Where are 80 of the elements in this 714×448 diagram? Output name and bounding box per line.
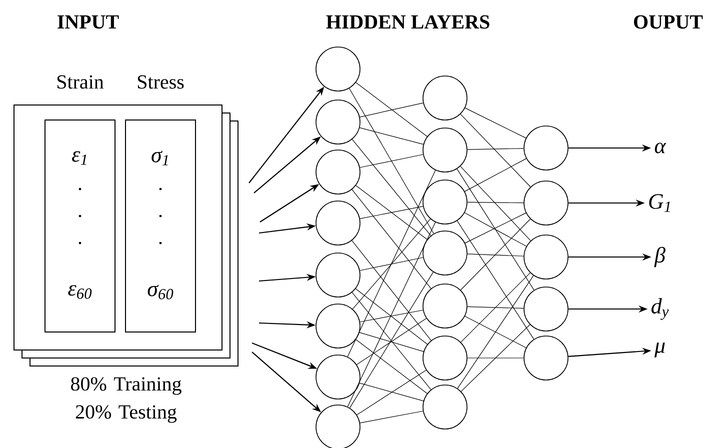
- dot: .: [159, 242, 162, 244]
- connection-line: [355, 288, 428, 345]
- connection-line: [460, 272, 530, 342]
- connection-line: [460, 324, 530, 392]
- connection-line: [467, 306, 524, 309]
- value-text: σ$_{1}$: [152, 150, 168, 166]
- output-symbol: β: [654, 246, 666, 268]
- output-symbol: d$_{y}$: [652, 298, 669, 320]
- connection-line: [464, 158, 527, 192]
- neuron-circle: [422, 76, 468, 120]
- dot: .: [159, 214, 162, 218]
- connection-line: [352, 139, 432, 236]
- connection-line: [359, 127, 424, 145]
- layer-title: INPUT: [58, 15, 119, 29]
- neuron-circle: [316, 100, 360, 144]
- neuron-circle: [316, 200, 360, 246]
- connection-line: [360, 102, 424, 118]
- neuron-circle: [316, 354, 360, 400]
- connection-line: [347, 222, 436, 408]
- connection-line: [356, 185, 428, 240]
- connection-line: [352, 240, 432, 341]
- layer-title: HIDDEN LAYERS: [326, 15, 490, 29]
- connection-line: [360, 410, 424, 424]
- layer-title: OUPUT: [634, 15, 703, 29]
- output-symbol: α: [654, 142, 666, 154]
- connection-line: [467, 202, 524, 204]
- connection-line: [456, 168, 534, 290]
- connection-line: [457, 275, 534, 389]
- neuron-circle: [422, 180, 468, 224]
- neuron-circle: [316, 46, 360, 92]
- caption-text: 80% Training 20% Testing: [71, 377, 182, 423]
- column-heading: Stress: [138, 75, 184, 89]
- neuron-circle: [524, 286, 568, 332]
- dot: .: [159, 188, 162, 190]
- connection-line: [360, 257, 424, 271]
- connection-line: [467, 254, 524, 256]
- connection-line: [460, 114, 531, 188]
- dot: .: [78, 188, 82, 190]
- connection-line: [356, 318, 427, 365]
- neuron-circle: [422, 284, 468, 328]
- connection-line: [467, 148, 524, 150]
- sheet-stack-drawing: [14, 104, 238, 366]
- connection-line: [352, 189, 432, 289]
- value-text: ε$_{1}$: [72, 151, 86, 165]
- neuron-circle: [422, 128, 468, 172]
- connection-line: [460, 166, 531, 242]
- column-heading: Strain: [57, 75, 104, 89]
- connection-line: [356, 339, 428, 394]
- neuron-circle: [422, 336, 468, 380]
- neuron-circle: [524, 234, 568, 280]
- connection-line: [347, 170, 436, 358]
- connection-line: [360, 310, 424, 322]
- connection-line: [352, 218, 431, 310]
- neuron-circle: [316, 150, 360, 194]
- neuron-circle: [422, 230, 468, 276]
- connection-line: [456, 220, 534, 340]
- connection-line: [360, 206, 424, 219]
- neuron-circle: [524, 180, 568, 226]
- neuron-circle: [316, 252, 360, 298]
- neuron-circle: [524, 126, 568, 170]
- connection-line: [359, 382, 424, 402]
- value-text: σ$_{60}$: [148, 284, 174, 300]
- connection-line: [356, 370, 426, 416]
- connection-line: [356, 82, 428, 137]
- dot: .: [78, 214, 82, 218]
- connection-line: [348, 88, 434, 234]
- connection-line: [352, 292, 432, 390]
- neuron-circle: [422, 384, 468, 430]
- output-symbol: G$_{1}$: [649, 194, 670, 212]
- value-text: ε$_{60}$: [68, 285, 92, 299]
- connection-line: [460, 218, 531, 290]
- connection-line: [464, 108, 526, 138]
- connection-line: [464, 316, 526, 348]
- connection-line: [359, 332, 424, 352]
- connection-line: [349, 272, 434, 408]
- neuron-circle: [524, 336, 568, 380]
- dot: .: [78, 242, 82, 244]
- neuron-circle: [316, 304, 360, 348]
- connection-line: [360, 154, 424, 168]
- output-symbol: μ: [654, 342, 665, 358]
